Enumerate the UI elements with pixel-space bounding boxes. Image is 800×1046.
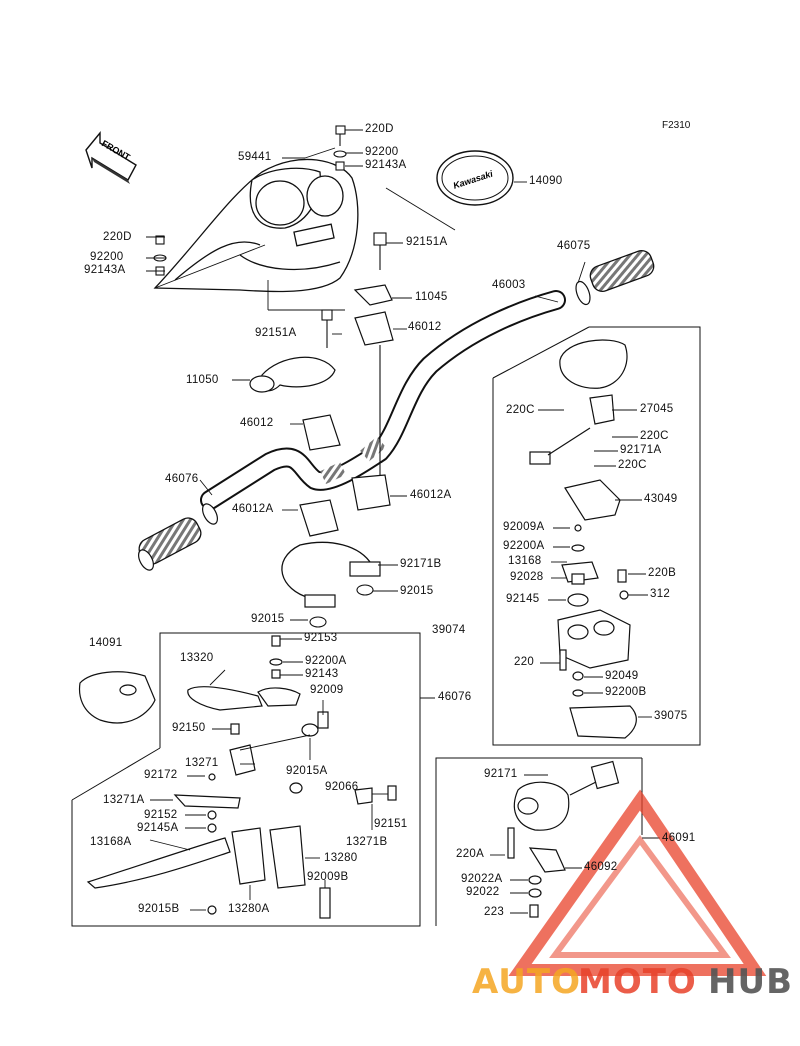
part-label: 220D (365, 123, 394, 135)
right-switch-leaders (538, 409, 652, 718)
leader-lines (146, 129, 586, 621)
part-label: 223 (484, 906, 505, 918)
part-label: 92171A (620, 444, 662, 456)
part-label: 92028 (510, 571, 544, 583)
part-label: 92200 (365, 146, 399, 158)
part-label: 39075 (654, 710, 688, 722)
clamp-plate-lower (304, 594, 336, 608)
meter-cover (153, 158, 359, 293)
grip-right (575, 250, 655, 306)
part-label: 14091 (89, 637, 123, 649)
front-arrow-icon: FRONT (85, 131, 137, 184)
bolts (153, 125, 387, 628)
part-label: 46076 (438, 691, 472, 703)
watermark-logo-icon (508, 789, 767, 976)
right-switch-frame (492, 326, 701, 746)
part-label: 92145A (137, 822, 179, 834)
part-label: 92200A (503, 540, 545, 552)
part-label: 92200A (305, 655, 347, 667)
part-label: 92151A (406, 236, 448, 248)
part-label: 39074 (432, 624, 466, 636)
wire-clamp (281, 541, 373, 599)
part-label: 92015 (400, 585, 434, 597)
left-lever-leaders (149, 638, 388, 911)
part-label: 92015A (286, 765, 328, 777)
part-label: 46092 (584, 861, 618, 873)
reference-code: F2310 (662, 120, 691, 131)
part-label: 92143 (305, 668, 339, 680)
part-label: 13271 (185, 757, 219, 769)
part-label: 92143A (84, 264, 126, 276)
part-label: 92150 (172, 722, 206, 734)
part-label: 220A (456, 848, 485, 860)
left-switch-parts (507, 760, 620, 918)
part-label: 92151A (255, 327, 297, 339)
part-label: 220C (618, 459, 647, 471)
part-label: 13168 (508, 555, 542, 567)
right-switch-parts (529, 339, 637, 739)
handlebar-holders (249, 284, 394, 537)
left-switch-leaders (490, 774, 582, 914)
part-label: 92171 (484, 768, 518, 780)
part-label: 46012 (240, 417, 274, 429)
part-label: 92049 (605, 670, 639, 682)
part-label: 14090 (529, 175, 563, 187)
part-label: 46075 (557, 240, 591, 252)
part-label: 46076 (165, 473, 199, 485)
clamp-plate (349, 561, 381, 577)
part-label: 13280 (324, 852, 358, 864)
part-label: 92022A (461, 873, 503, 885)
part-label: 11050 (186, 374, 219, 386)
part-label: 92200 (90, 251, 124, 263)
part-label: 92152 (144, 809, 178, 821)
part-label: 46091 (662, 832, 696, 844)
part-label: 92171B (400, 558, 442, 570)
part-label: 92151 (374, 818, 408, 830)
part-label: 220B (648, 567, 677, 579)
part-label: 11045 (415, 291, 448, 303)
part-label: 92015 (251, 613, 285, 625)
part-label: 13280A (228, 903, 270, 915)
part-label: 220 (514, 656, 535, 668)
part-label: 13320 (180, 652, 214, 664)
part-label: 92009 (310, 684, 344, 696)
part-label: 312 (650, 588, 671, 600)
part-label: 59441 (238, 151, 272, 163)
emblem: Kawasaki (436, 150, 514, 206)
part-label: 220C (506, 404, 535, 416)
part-label: 92145 (506, 593, 540, 605)
left-lever-parts (78, 635, 397, 919)
part-label: 92200B (605, 686, 647, 698)
watermark-part2: MOTO (578, 962, 697, 1002)
watermark-part1: AUTO (472, 962, 581, 1002)
part-label: 92015B (138, 903, 180, 915)
part-label: 92009B (307, 871, 349, 883)
part-label: 13271A (103, 794, 145, 806)
part-label: 13168A (90, 836, 132, 848)
part-label: 92066 (325, 781, 359, 793)
left-lever-frame (71, 632, 435, 927)
part-label: 92009A (503, 521, 545, 533)
part-label: 43049 (644, 493, 678, 505)
grip-left (138, 503, 218, 571)
part-label: 27045 (640, 403, 674, 415)
part-label: 220C (640, 430, 669, 442)
part-label: 92172 (144, 769, 178, 781)
part-label: 13271B (346, 836, 388, 848)
watermark-part3: HUB (708, 962, 793, 1002)
part-label: 92153 (304, 632, 338, 644)
part-label: 46012A (410, 489, 452, 501)
part-label: 92022 (466, 886, 500, 898)
part-label: 46012A (232, 503, 274, 515)
part-label: 46012 (408, 321, 442, 333)
part-label: 46003 (492, 279, 526, 291)
part-label: 92143A (365, 159, 407, 171)
part-label: 220D (103, 231, 132, 243)
